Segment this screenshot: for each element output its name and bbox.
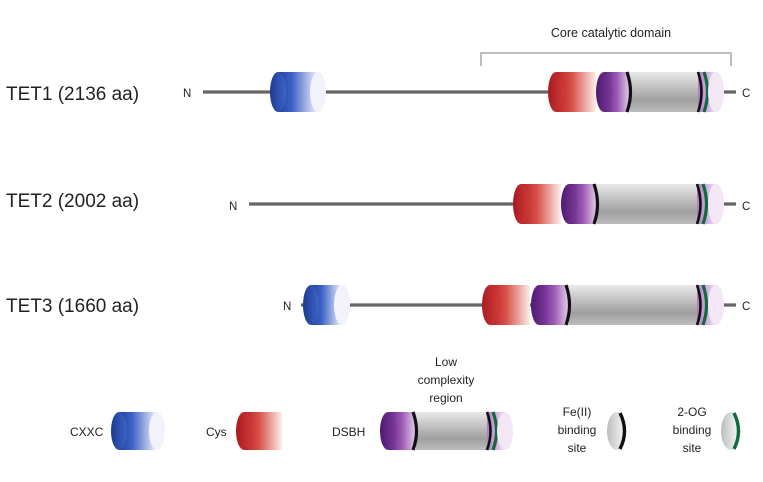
tet2-dsbh-domain [561,183,724,225]
tet2-fe-binding-site [592,183,600,225]
legend-fe-line3: site [568,441,587,455]
core-domain-bracket: Core catalytic domain [480,26,732,66]
tet1-c-terminus: C [742,88,750,100]
tet3-fe-binding-site [564,284,572,326]
legend-fe-marker-icon [618,412,627,450]
legend-og-marker-icon [732,412,741,450]
tet1-fe-binding-site [625,71,633,113]
legend-fe-line2: binding [558,423,597,437]
tet3-label: TET3 (1660 aa) [6,296,139,317]
legend-low-complexity-line2: complexity [418,373,475,387]
tet3-cys-domain [482,285,530,325]
tet1-og-binding-site [702,71,710,113]
tet1-label: TET1 (2136 aa) [6,84,139,105]
tet3-cxxc-domain [303,285,350,325]
tet1-dsbh-domain [596,71,724,113]
legend-og-line3: site [683,441,702,455]
legend-fe-binding: Fe(II) binding site [558,405,627,455]
legend-og-line2: binding [673,423,712,437]
tet1-row: TET1 (2136 aa) N C [6,71,750,113]
tet1-cxxc-domain [270,72,326,112]
tet2-n-terminus: N [229,201,237,213]
legend-low-complexity-line3: region [429,391,462,405]
tet2-c-terminus: C [742,201,750,213]
legend-low-complexity: Low complexity region [418,355,475,405]
tet2-og-binding-site [701,183,709,225]
legend-dsbh: DSBH [332,411,513,451]
legend-cxxc: CXXC [70,412,165,450]
core-domain-label: Core catalytic domain [551,26,671,40]
legend-og-line1: 2-OG [677,405,706,419]
legend-cys: Cys [206,412,282,450]
tet2-cys-domain [513,184,561,224]
legend-cys-label: Cys [206,425,227,439]
legend-dsbh-label: DSBH [332,425,365,439]
tet3-og-binding-site [701,284,709,326]
tet3-n-terminus: N [283,301,291,313]
legend-fe-line1: Fe(II) [563,405,592,419]
tet3-dsbh-domain [531,284,724,326]
tet1-n-terminus: N [183,88,191,100]
tet2-row: TET2 (2002 aa) N C [6,183,750,225]
legend-og-binding: 2-OG binding site [673,405,741,455]
tet1-cys-domain [548,72,596,112]
tet3-row: TET3 (1660 aa) N C [6,284,750,326]
legend-cxxc-label: CXXC [70,425,104,439]
legend: CXXC Cys DSBH Low complexity regio [70,355,741,455]
tet2-label: TET2 (2002 aa) [6,191,139,212]
tet3-c-terminus: C [742,301,750,313]
legend-low-complexity-line1: Low [435,355,457,369]
